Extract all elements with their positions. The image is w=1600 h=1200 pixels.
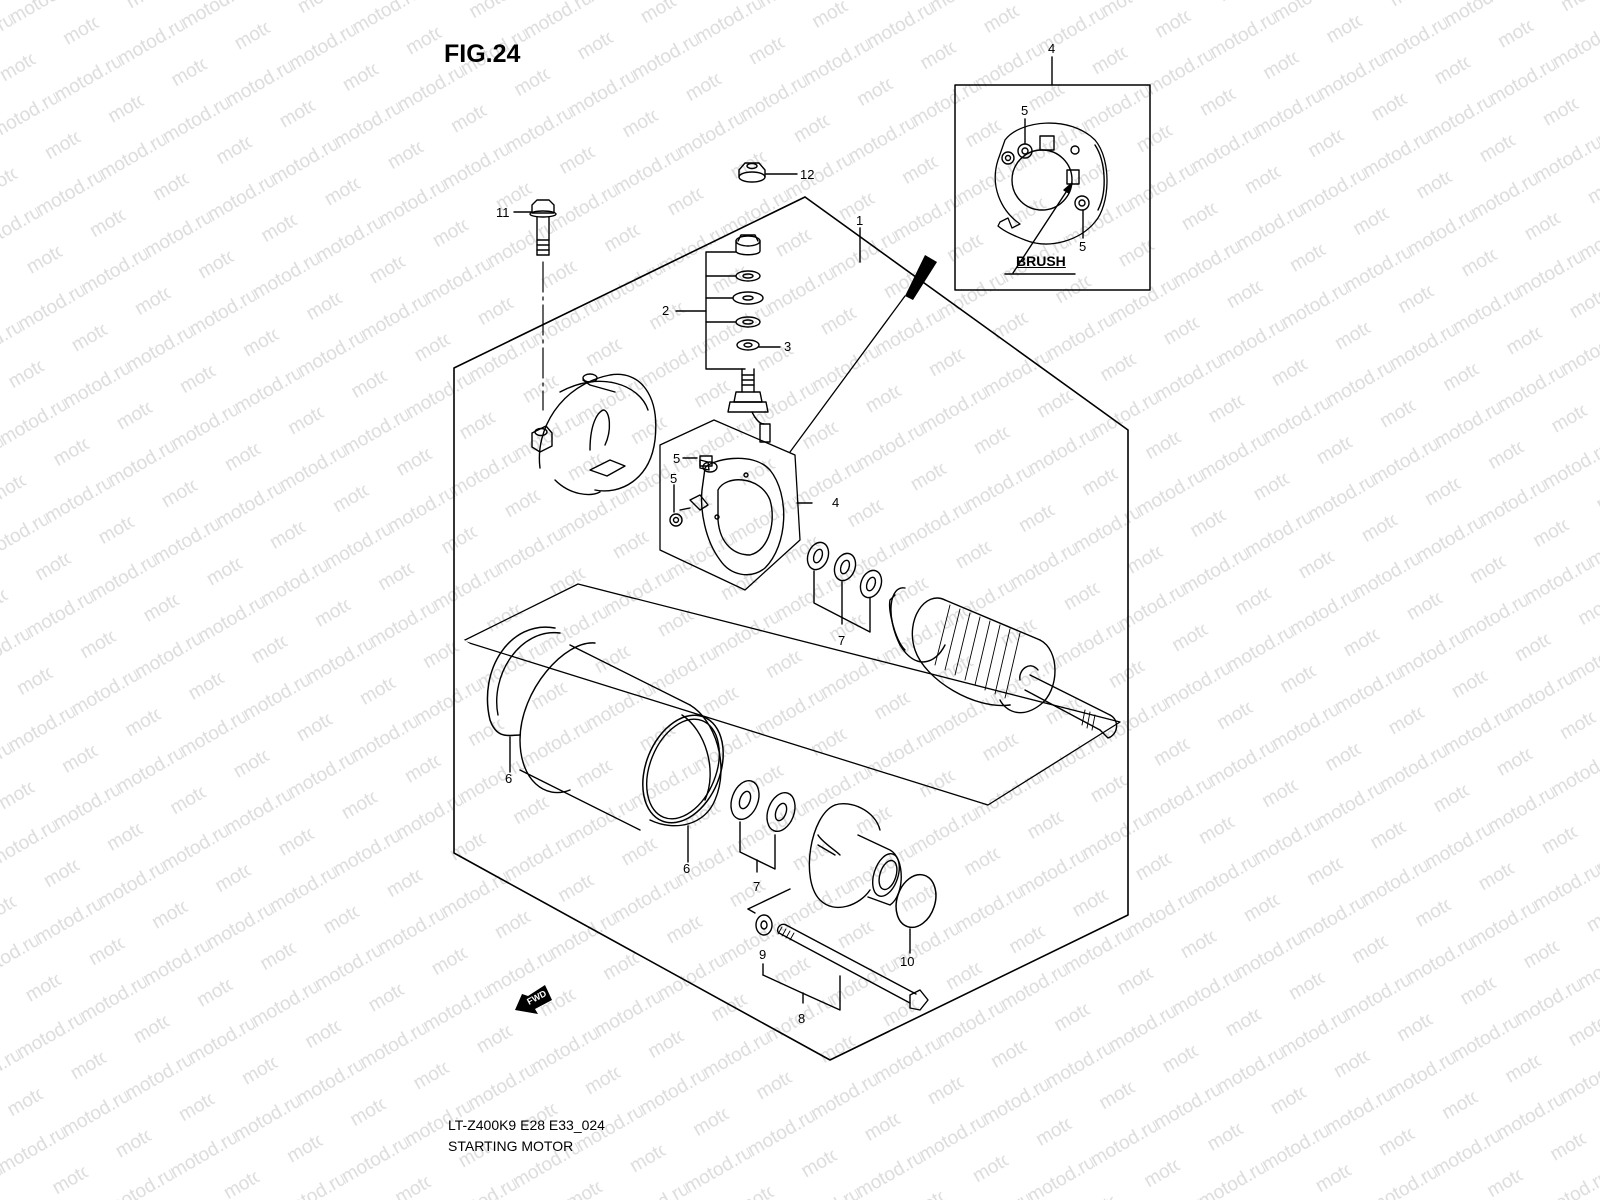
callout-7-upper[interactable]: 7: [838, 633, 846, 648]
yoke-housing: [486, 626, 724, 863]
brush-inset-label: BRUSH: [1016, 253, 1066, 269]
callout-5-lower[interactable]: 5: [670, 471, 678, 486]
armature: [888, 587, 1118, 739]
callout-3[interactable]: 3: [784, 339, 792, 354]
callout-5-inset-lower[interactable]: 5: [1079, 239, 1087, 254]
brush-holder-group: [659, 419, 813, 591]
washer-part-9: [755, 914, 773, 976]
callout-1[interactable]: 1: [856, 213, 864, 228]
model-code: LT-Z400K9 E28 E33_024: [448, 1117, 605, 1133]
callout-8[interactable]: 8: [798, 1011, 806, 1026]
callout-5-upper[interactable]: 5: [673, 451, 681, 466]
rear-bracket: [531, 373, 657, 496]
housing-bolt-part-8: [762, 923, 929, 1011]
inset-brush-holder: [994, 118, 1108, 275]
fwd-direction-arrow: FWD: [515, 985, 552, 1014]
callout-11[interactable]: 11: [496, 205, 510, 220]
callout-2[interactable]: 2: [662, 303, 670, 318]
callout-12[interactable]: 12: [800, 167, 815, 182]
callout-9[interactable]: 9: [759, 947, 767, 962]
front-cover: [747, 803, 902, 914]
bolt-part-11: [513, 199, 557, 411]
front-washers: [730, 779, 796, 873]
callout-10[interactable]: 10: [900, 954, 915, 969]
callout-4-main[interactable]: 4: [832, 495, 840, 510]
assembly-outline: [453, 196, 1129, 1061]
figure-title: FIG.24: [444, 40, 521, 68]
callout-4-inset[interactable]: 4: [1048, 41, 1056, 56]
callout-7-lower[interactable]: 7: [753, 879, 761, 894]
nut-part-12: [738, 162, 798, 183]
armature-washers: [806, 541, 883, 633]
inset-leader-wedge: [905, 255, 937, 300]
callout-6-front[interactable]: 6: [683, 861, 691, 876]
callout-5-inset-upper[interactable]: 5: [1021, 103, 1029, 118]
section-name: STARTING MOTOR: [448, 1138, 574, 1154]
terminal-nut-set: [675, 234, 781, 443]
callout-6-rear[interactable]: 6: [505, 771, 513, 786]
yoke-group-outline: [462, 583, 1121, 806]
o-ring-part-10: [895, 873, 937, 929]
